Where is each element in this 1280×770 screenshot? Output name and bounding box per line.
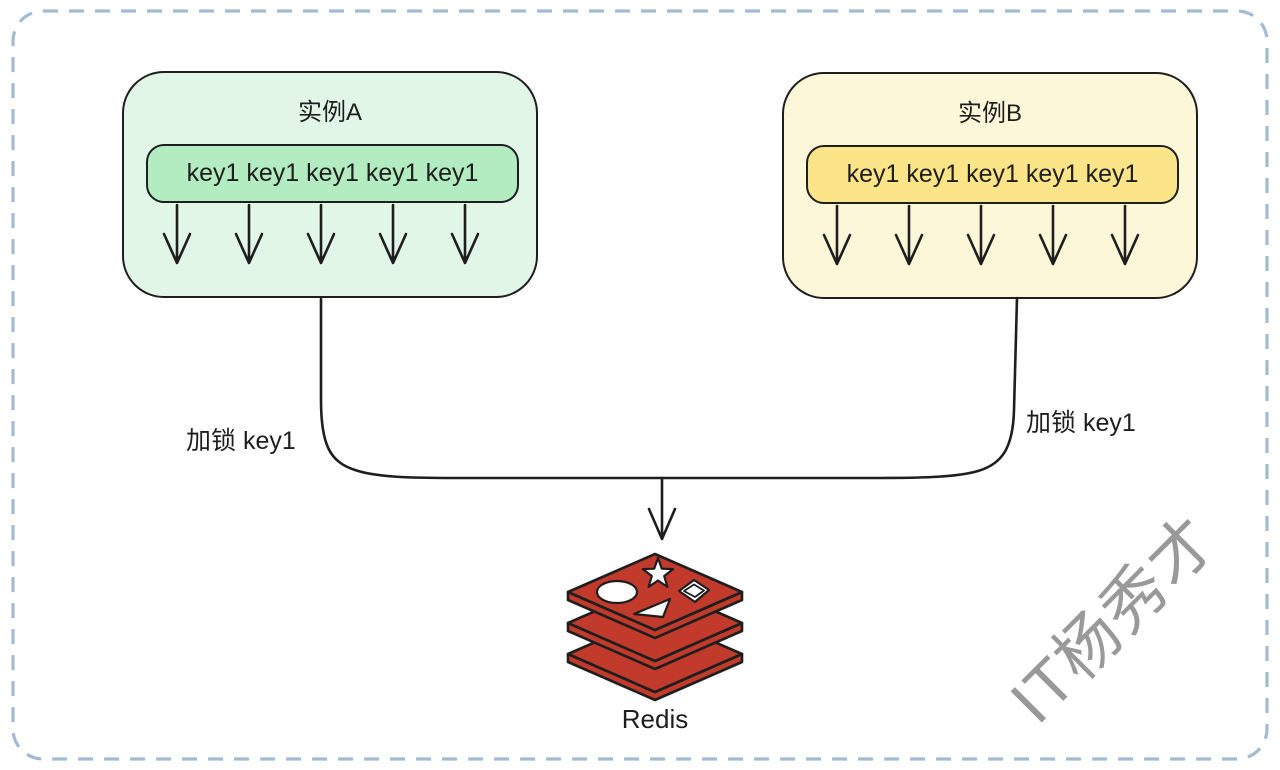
redis-logo-icon	[566, 552, 744, 702]
instance-b-keys-box: key1 key1 key1 key1 key1	[806, 145, 1179, 204]
watermark-text: IT杨秀才	[996, 502, 1231, 737]
instance-b-title: 实例B	[957, 100, 1022, 127]
connector-from-instance-b	[660, 296, 1019, 480]
arrow-to-redis	[647, 476, 677, 541]
redis-label: Redis	[621, 704, 689, 734]
connector-from-instance-a	[319, 297, 664, 480]
instance-a-box: 实例A key1 key1 key1 key1 key1	[122, 71, 538, 298]
instance-a-down-arrows-icon	[162, 203, 480, 265]
instance-a-keys-box: key1 key1 key1 key1 key1	[146, 144, 519, 203]
instance-b-down-arrows-icon	[822, 204, 1140, 266]
lock-label-right: 加锁 key1	[1026, 409, 1136, 437]
lock-label-left: 加锁 key1	[186, 427, 296, 455]
instance-b-box: 实例B key1 key1 key1 key1 key1	[782, 72, 1198, 299]
instance-a-title: 实例A	[297, 99, 362, 126]
